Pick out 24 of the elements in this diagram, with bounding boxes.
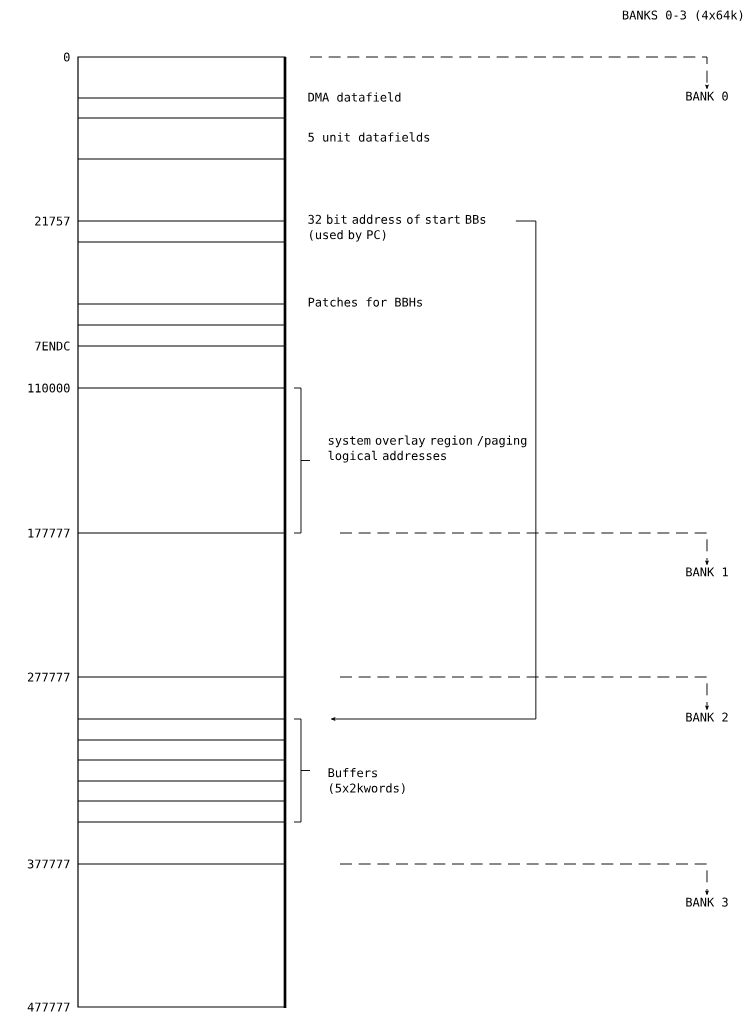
region-label: 5 unit datafields (308, 132, 430, 142)
arrow (339, 676, 709, 711)
bank-label: BANK 3 (686, 897, 728, 907)
region-label: system overlay region /paging logical addresses (328, 435, 527, 463)
arrow (339, 863, 709, 896)
title: BANKS 0-3 (4x64k) (622, 10, 743, 21)
address-label: 110000 (28, 383, 70, 393)
address-label: 21757 (35, 216, 70, 226)
arrow (339, 532, 709, 566)
region-label: DMA datafield (308, 92, 401, 102)
address-label: 477777 (27, 1002, 70, 1012)
bank-label: BANK 1 (686, 567, 728, 577)
bank-label: BANK 0 (686, 91, 728, 101)
arrow (309, 56, 709, 90)
bank-label: BANK 2 (686, 712, 728, 722)
address-label: 377777 (27, 859, 70, 869)
region-label: Patches for BBHs (308, 297, 422, 307)
address-label: 7ENDC (35, 341, 70, 351)
address-note: 32 bit address of start BBs (used by PC) (308, 214, 486, 242)
address-label: 277777 (27, 672, 70, 682)
address-label: 0 (63, 52, 70, 62)
address-label: 177777 (28, 528, 70, 538)
arrow (330, 220, 537, 721)
region-label: Buffers (5x2kwords) (328, 768, 405, 795)
